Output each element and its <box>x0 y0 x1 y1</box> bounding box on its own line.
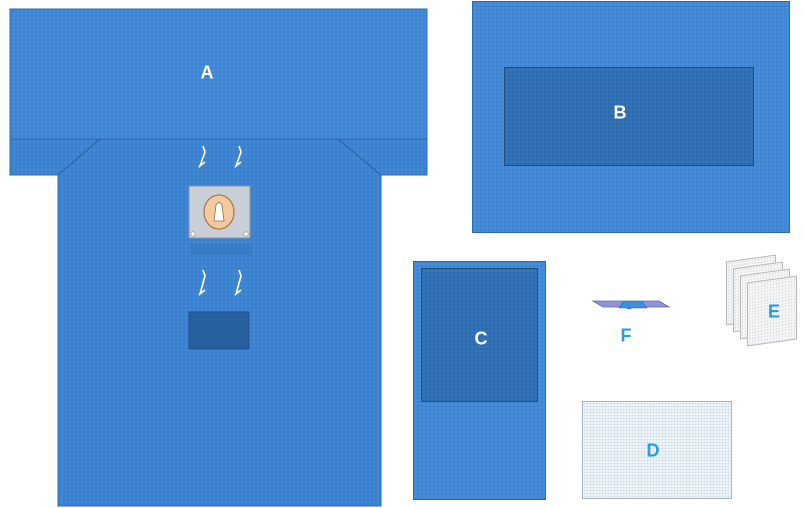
label-a: A <box>201 63 214 84</box>
label-b: B <box>614 103 627 124</box>
adhesive-tape-icon <box>589 296 673 328</box>
drape-a-pocket <box>189 312 249 349</box>
label-d: D <box>647 441 660 462</box>
drape-b-panel <box>504 67 754 166</box>
label-f: F <box>621 326 632 347</box>
drape-a-top-band <box>10 9 427 139</box>
drape-c <box>413 261 546 500</box>
label-c: C <box>475 329 488 350</box>
label-e: E <box>768 302 780 323</box>
drape-b <box>472 1 790 233</box>
